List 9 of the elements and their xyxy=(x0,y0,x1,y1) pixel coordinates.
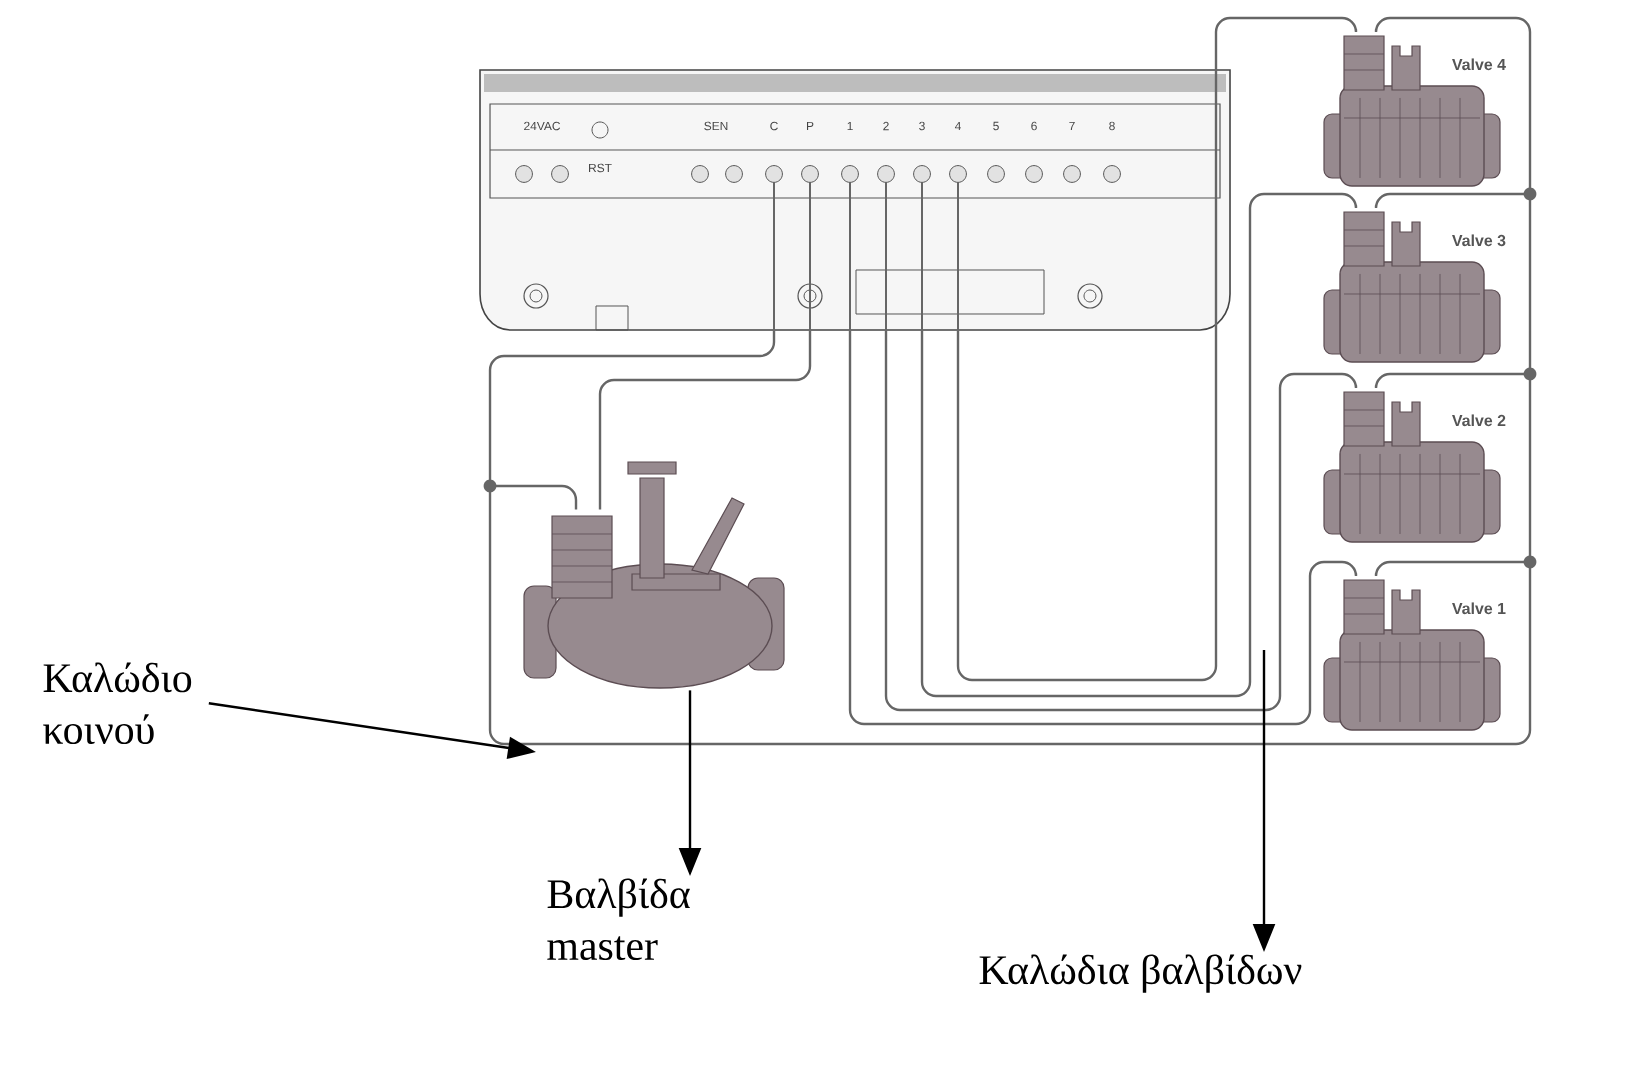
caption-text: Καλώδιο κοινού xyxy=(43,662,192,745)
caption-text: Καλώδια βαλβίδων xyxy=(979,954,1302,993)
caption-text: Βαλβίδα master xyxy=(547,878,690,961)
wire xyxy=(488,16,1532,746)
wire xyxy=(956,16,1358,682)
wire xyxy=(920,192,1358,698)
wire xyxy=(598,330,812,510)
controller-drawing xyxy=(479,69,1231,331)
master-valve-drawing xyxy=(523,461,785,689)
